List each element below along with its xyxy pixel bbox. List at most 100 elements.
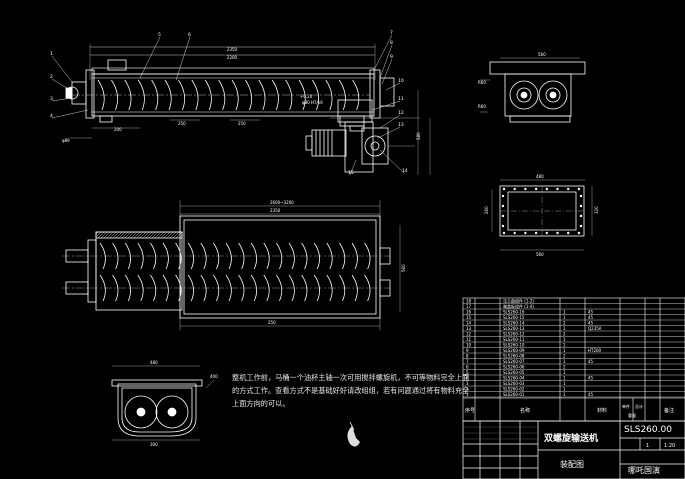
bom-cell-qty: 1 [563,315,566,320]
bolt-hole [579,204,583,208]
header-seq: 序号 [465,407,475,414]
callout-leader [385,82,401,91]
bom-cell-name: SLS260-11 [503,337,525,342]
bom-cell-name: SLS260-03 [503,381,525,386]
callout-leader [379,149,405,174]
title-block [462,420,685,479]
spiral-flight [99,242,106,270]
bom-cell-no: 8 [466,353,469,358]
svg-text:250: 250 [268,320,276,325]
bom-cell-name: SLS260-01 [503,392,525,397]
bolt-hole [579,214,583,218]
header-remark: 备注 [664,407,674,414]
end-view: 560 R60 R60 [478,52,586,123]
plan-view-spirals [99,242,371,302]
spiral-flight [276,242,283,270]
bolt-hole [502,187,506,191]
designer-label: 哪吒国演 [628,465,660,475]
spiral-flight [200,274,207,302]
spiral-flight [225,242,232,270]
spiral-flight [351,242,358,270]
bolt-hole [513,187,516,191]
callout-number: 13 [398,122,404,128]
header-total: 总计 [635,403,643,409]
bolt-hole [545,231,548,235]
bom-cell-qty: 1 [563,309,566,314]
bolt-hole [501,204,505,208]
spiral-flight [338,79,346,111]
svg-text:2350: 2350 [227,47,238,52]
svg-text:R60: R60 [478,104,486,109]
spiral-flight [200,242,207,270]
svg-text:300: 300 [150,442,158,447]
spiral-flight [301,242,308,270]
bolt-hole [513,231,516,235]
spiral-flight [339,274,346,302]
bom-cell-name: SLS260-06 [503,364,525,369]
header-single: 单件 [622,403,630,409]
spiral-flight [352,79,360,111]
bom-cell-qty: 1 [563,375,566,380]
bom-cell-qty: 1 [563,348,566,353]
callout-number: 1 [50,51,53,57]
spiral-flight [137,242,144,270]
drawing-number: SLS260.00 [624,425,672,435]
bom-cell-no: 14 [466,320,472,325]
bom-cell-name: SLS260-08 [503,353,525,358]
sheet-value: 1 [646,443,649,449]
svg-text:480: 480 [150,360,158,365]
spiral-flight [271,79,279,111]
bom-cell-name: SLS260-02 [503,386,525,391]
bom-cell-qty: 1 [563,326,566,331]
bom-cell-name: SLS260-14 [503,320,525,325]
bom-cell-name: SLS260-16 [503,309,525,314]
spiral-flight [137,274,144,302]
callout-number: 4 [50,113,53,119]
svg-text:200: 200 [114,127,122,132]
svg-text:φ80 H7/k6: φ80 H7/k6 [302,100,323,105]
bom-cell-no: 5 [466,370,469,375]
bom-cell-qty: 1 [563,370,566,375]
bom-cell-qty: 2 [563,353,566,358]
bolt-hole [524,187,527,191]
bolt-hole [534,231,538,235]
callout-number: 15 [348,170,354,176]
svg-text:320: 320 [594,206,599,214]
svg-text:2350: 2350 [270,208,281,213]
spiral-flight [99,274,106,302]
svg-text:260: 260 [484,206,489,214]
callout-leader [377,126,401,139]
bom-cell-no: 4 [466,375,469,380]
bolt-hole [556,231,559,235]
header-name: 名称 [520,407,530,414]
spiral-flight [250,274,257,302]
spiral-flight [213,274,220,302]
bolt-hole [502,231,506,235]
spiral-flight [339,242,346,270]
spiral-flight [162,274,169,302]
bolt-hole [501,214,505,218]
bolt-hole [567,231,570,235]
bolt-hole [501,194,505,198]
side-view: 2350 2200 200 250 250 φ89 +0.20 [62,44,395,143]
spiral-flight [218,79,226,111]
spiral-flight [164,79,172,111]
bom-cell-qty: 1 [563,359,566,364]
bom-cell-name: SLS260-15 [503,315,525,320]
spiral-flight [175,274,182,302]
side-view-spiral [97,79,360,111]
bom-cell-material: 45 [588,315,594,320]
callout-number: 14 [402,168,408,174]
spiral-flight [288,242,295,270]
callout-leader [381,58,393,85]
bolt-hole [577,231,581,235]
spiral-flight [175,242,182,270]
bom-cell-qty: 1 [563,386,566,391]
spiral-flight [187,242,194,270]
bom-cell-no: 12 [466,331,472,336]
bolt-hole [501,224,505,228]
spiral-flight [364,242,371,270]
bom-cell-qty: 2 [563,364,566,369]
